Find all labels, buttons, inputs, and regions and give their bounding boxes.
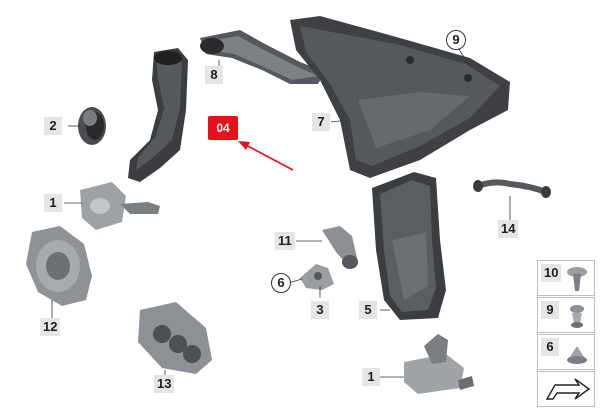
highlight-label-04: 04 (208, 116, 238, 140)
legend-item-6: 6 (537, 334, 595, 370)
part-1-bracket-bottom (404, 334, 474, 394)
legend-label: 10 (541, 264, 562, 282)
callout-14: 14 (498, 220, 519, 238)
callout-7: 7 (312, 113, 330, 131)
callout-1-top: 1 (44, 194, 62, 212)
legend-item-9: 9 (537, 297, 595, 333)
callout-13: 13 (154, 375, 175, 393)
direction-arrow-icon (545, 378, 591, 400)
callout-5: 5 (359, 301, 377, 319)
part-5-trim (372, 172, 446, 320)
callout-11: 11 (275, 232, 295, 250)
callout-9: 9 (446, 30, 466, 50)
part-1-bracket-top (80, 182, 160, 230)
part-12-round-plate (26, 226, 92, 306)
legend-item-arrow (537, 371, 595, 407)
part-8-air-duct (200, 30, 325, 84)
part-13-seal (138, 302, 212, 374)
part-11-bracket (322, 226, 358, 269)
callout-6: 6 (271, 273, 291, 293)
callout-3: 3 (311, 301, 329, 319)
callout-2: 2 (44, 117, 62, 135)
part-04-vertical-duct (128, 48, 188, 182)
callout-1-bottom: 1 (362, 368, 380, 386)
part-2-grommet (78, 107, 106, 145)
legend-label: 6 (541, 338, 559, 356)
callout-8: 8 (205, 66, 223, 84)
part-14-hose (473, 179, 551, 198)
pointer-arrow (238, 141, 294, 171)
part-7-cover (290, 16, 510, 178)
cone-nut-icon (567, 346, 587, 364)
expanding-rivet-icon (570, 305, 584, 328)
callout-12: 12 (40, 318, 61, 336)
push-clip-icon (567, 267, 587, 291)
legend-label: 9 (541, 301, 559, 319)
legend-item-10: 10 (537, 260, 595, 296)
part-3-clip (300, 264, 334, 290)
